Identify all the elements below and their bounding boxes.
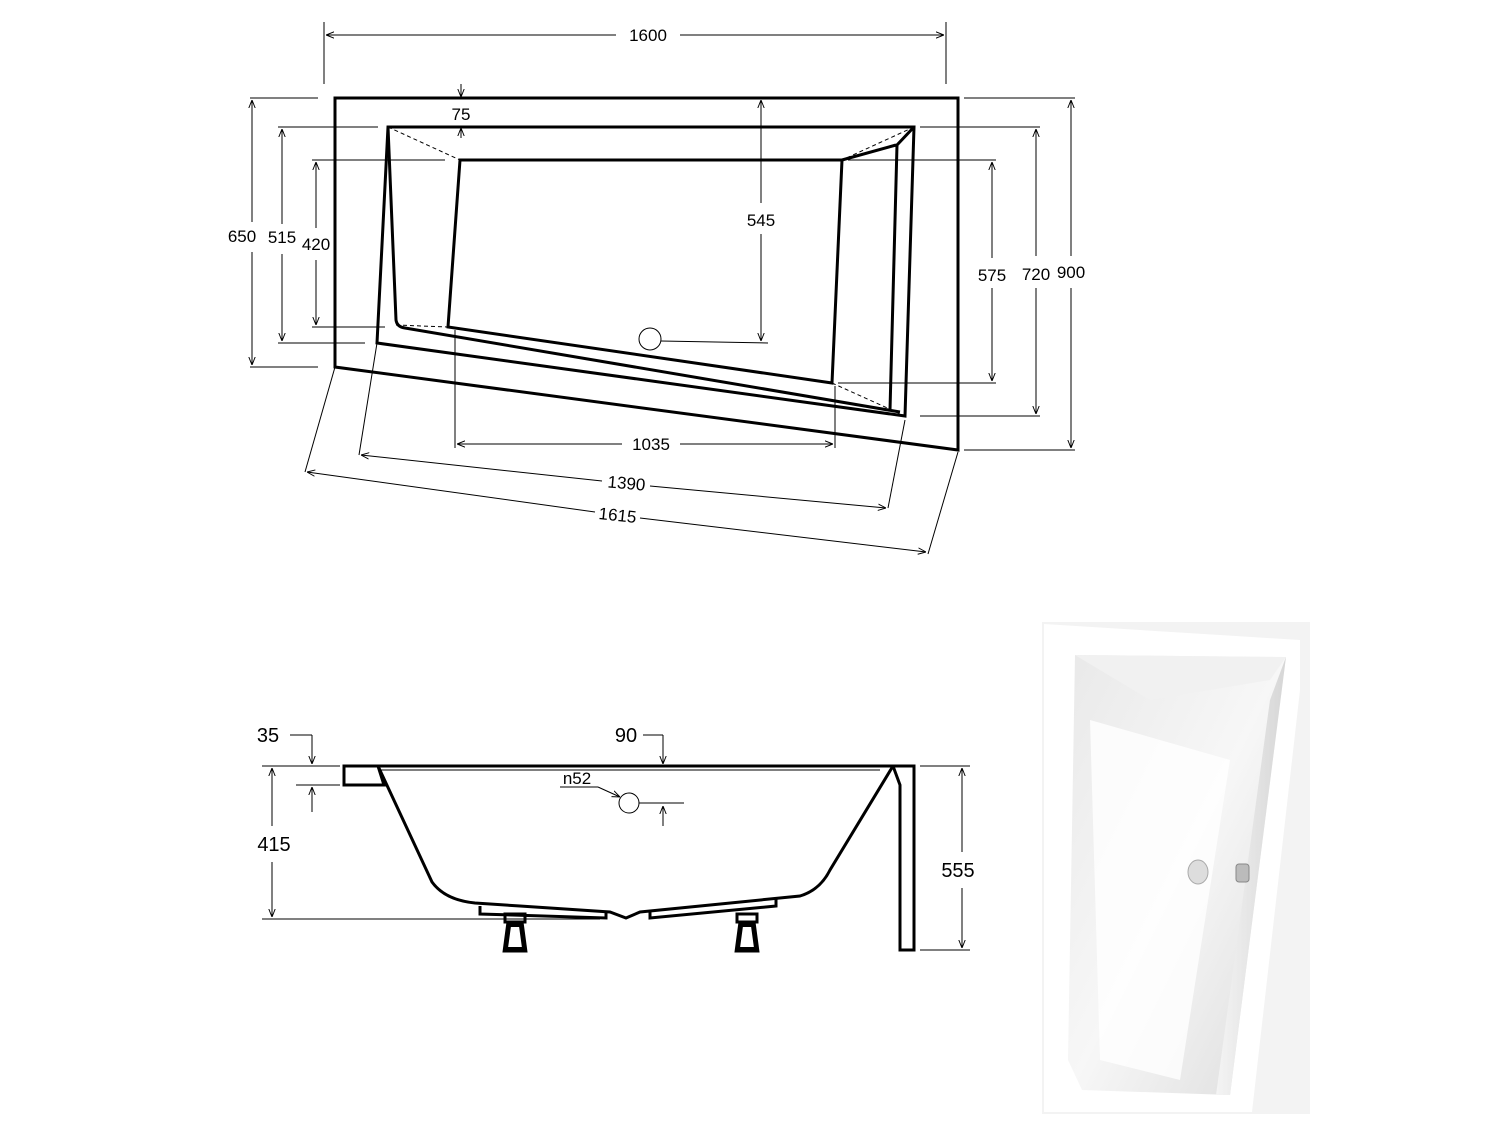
dim-length-1600: 1600	[629, 26, 667, 45]
dim-height-650: 650	[228, 227, 256, 246]
dim-height-720: 720	[1022, 265, 1050, 284]
dim-width-1615: 1615	[598, 504, 638, 527]
tub-corner-dashes	[387, 126, 915, 417]
rim-left	[342, 764, 387, 787]
dim-height-575: 575	[978, 266, 1006, 285]
dim-width-1390: 1390	[607, 472, 646, 494]
top-view: 1600 75 650 515 420 545 575	[228, 22, 1085, 554]
dim-height-555: 555	[941, 860, 974, 882]
tub-basin	[446, 158, 844, 385]
dim-height-515: 515	[268, 228, 296, 247]
tub-side-profile	[376, 765, 895, 920]
overflow-drain-icon	[618, 792, 640, 814]
feet	[478, 898, 778, 920]
drain-icon	[638, 327, 662, 351]
overflow-icon	[1187, 859, 1209, 885]
dim-depth-545: 545	[747, 211, 775, 230]
front-panel	[890, 764, 916, 952]
dim-drain-90: 90	[615, 725, 637, 747]
dim-rim-75: 75	[452, 105, 471, 124]
dim-depth-415: 415	[257, 834, 290, 856]
dim-width-1035: 1035	[632, 435, 670, 454]
tub-outer-rim	[333, 96, 960, 452]
tub-slope-lines	[386, 125, 916, 414]
dim-rim-35: 35	[257, 725, 279, 747]
dim-height-420: 420	[302, 235, 330, 254]
filler-icon	[1235, 863, 1250, 883]
bathtub-render	[1042, 622, 1310, 1114]
dim-drain-n52: n52	[563, 769, 591, 788]
dim-height-900: 900	[1057, 263, 1085, 282]
side-view: n52 90 35 415 555	[257, 725, 975, 953]
